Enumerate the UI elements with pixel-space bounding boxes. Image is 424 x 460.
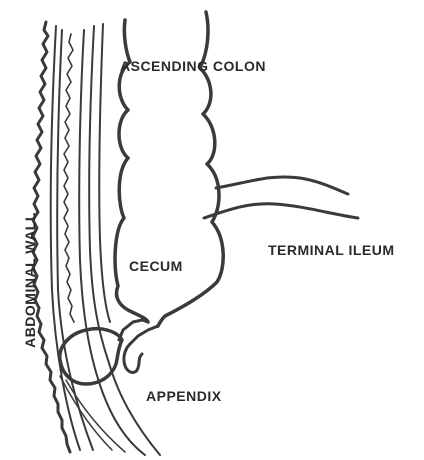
ascending-colon-label: ASCENDING COLON <box>120 58 266 74</box>
appendix-label: APPENDIX <box>146 388 222 404</box>
abdominal-wall-label: ABDOMINAL WALL <box>22 212 38 348</box>
ileum-lower-wall <box>204 204 358 218</box>
cecum-appendix-junction <box>130 326 158 344</box>
abdominal-wall <box>33 22 160 455</box>
wall-layer-line <box>57 30 93 450</box>
cecum-appendix-junction <box>119 320 148 340</box>
cecum-label: CECUM <box>129 258 183 274</box>
appendix-tip <box>124 344 142 373</box>
terminal-ileum <box>204 177 358 218</box>
wall-layer-line <box>99 24 110 322</box>
wall-layer-wavy-line <box>64 34 74 322</box>
terminal-ileum-label: TERMINAL ILEUM <box>268 242 395 258</box>
ileum-upper-wall <box>216 177 348 194</box>
